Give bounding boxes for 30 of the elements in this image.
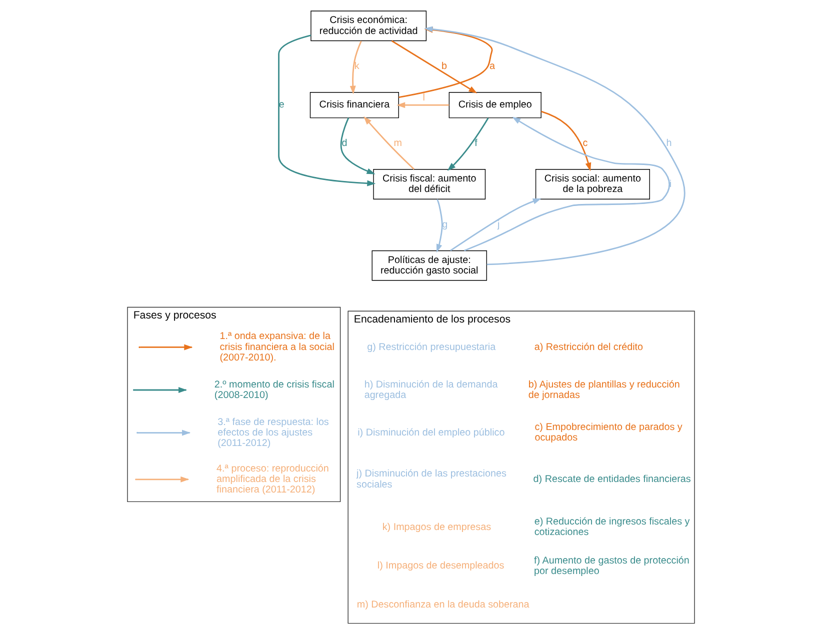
label: l) Impagos de desempleados [376, 560, 504, 572]
label: j) Disminución de las prestaciones sociales [356, 468, 506, 490]
edge-label: h [666, 138, 672, 150]
label: b) Ajustes de plantillas y reducción de jornadas [528, 379, 680, 401]
edge-label: e [278, 100, 284, 111]
legend-label: 2.º momento de crisis fiscal (2008-2010) [214, 379, 334, 401]
label: i) Disminución del empleo público [357, 427, 504, 438]
label: k) Impagos de empresas [382, 522, 491, 533]
edge-label: d [341, 138, 347, 150]
edge-label: i [668, 178, 672, 190]
legend-label: 4.ª proceso: reproducción amplificada de la crisis financiera (2011-2012) [216, 463, 328, 496]
label: a) Restricción del crédito [534, 342, 643, 353]
label: f) Aumento de gastos de protección por desempleo [534, 555, 689, 577]
edge-label: j [497, 220, 500, 231]
label: g) Restricción presupuestaria [366, 342, 496, 353]
label: c) Empobrecimiento de parados y ocupados [534, 422, 682, 444]
label: d) Rescate de entidades financieras [532, 474, 690, 486]
edge-label: l [422, 92, 425, 104]
edge-label: b [440, 61, 446, 72]
legend-label: 1.ª onda expansiva: de la crisis financiera a la social (2007-2010). [219, 331, 334, 364]
legend-label: 3.ª fase de respuesta: los efectos de los ajustes (2011-2012) [217, 416, 328, 449]
edge-label: m [393, 138, 402, 150]
edge-label: f [474, 138, 477, 150]
edge-label: g [442, 220, 448, 231]
edge-label: a [489, 61, 495, 72]
label: h) Disminución de la demanda agregada [364, 379, 498, 401]
edge-label: k [354, 61, 359, 72]
edge-label: c [582, 138, 588, 150]
label: e) Reducción de ingresos fiscales y cotizaciones [534, 516, 690, 538]
label: m) Desconfianza en la deuda soberana [356, 600, 529, 611]
